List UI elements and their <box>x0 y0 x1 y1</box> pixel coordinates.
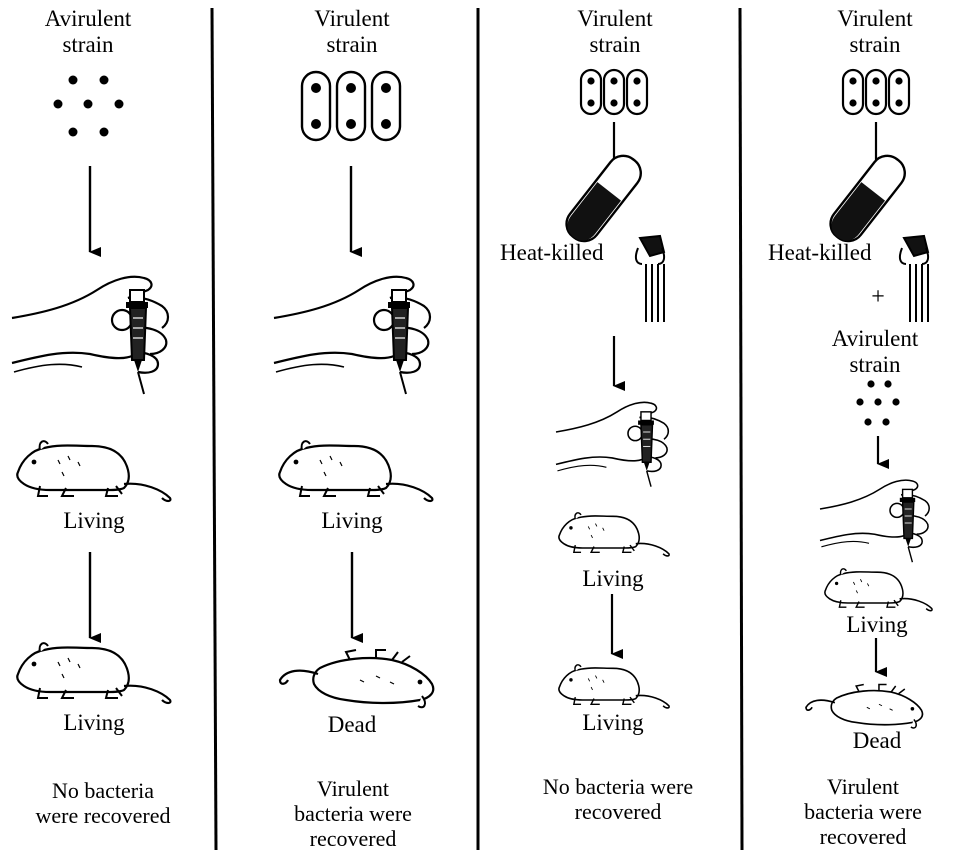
panel-4-treatment: Heat-killed <box>768 240 898 266</box>
panel-4-state-1: Living <box>812 612 942 638</box>
panel-3-title: Virulent strain <box>540 6 690 58</box>
syringe-injection-icon <box>12 277 168 394</box>
panel-4-title: Virulent strain <box>800 6 950 58</box>
panel-2-result: Virulent bacteria were recovered <box>258 776 448 851</box>
panel-3-state-2: Living <box>548 710 678 736</box>
panel-2-drawing <box>274 72 433 707</box>
living-mouse-icon <box>559 665 669 708</box>
syringe-injection-icon <box>820 480 929 562</box>
virulent-bacteria-icon <box>302 72 400 140</box>
panel-2-state-1: Living <box>274 508 430 534</box>
virulent-bacteria-icon <box>843 70 909 114</box>
heat-killed-test-tube-icon <box>560 149 664 322</box>
dead-mouse-icon <box>280 650 433 707</box>
panel-1-state-1: Living <box>16 508 172 534</box>
panel-1-drawing <box>12 76 170 704</box>
panel-2-title: Virulent strain <box>268 6 436 58</box>
living-mouse-icon <box>17 643 170 703</box>
panel-3-treatment: Heat-killed <box>500 240 630 266</box>
panel-2-state-2: Dead <box>274 712 430 738</box>
virulent-bacteria-icon <box>581 70 647 114</box>
living-mouse-icon <box>559 513 669 556</box>
panel-4-state-2: Dead <box>812 728 942 754</box>
avirulent-bacteria-icon <box>856 380 899 425</box>
panel-1-state-2: Living <box>16 710 172 736</box>
panel-1-result: No bacteria were recovered <box>8 778 198 828</box>
syringe-injection-icon <box>274 277 430 394</box>
panel-3-drawing <box>556 70 669 708</box>
avirulent-bacteria-icon <box>54 76 124 137</box>
syringe-injection-icon <box>556 402 668 486</box>
living-mouse-icon <box>825 569 932 611</box>
panel-4-second-title: Avirulent strain <box>800 326 950 378</box>
panel-3-result: No bacteria were recovered <box>508 774 728 824</box>
plus-sign: + <box>858 284 898 310</box>
panel-4-result: Virulent bacteria were recovered <box>770 774 956 849</box>
living-mouse-icon <box>279 441 432 501</box>
living-mouse-icon <box>17 441 170 501</box>
dead-mouse-icon <box>806 684 922 728</box>
panel-1-title: Avirulent strain <box>0 6 176 58</box>
panel-3-state-1: Living <box>548 566 678 592</box>
